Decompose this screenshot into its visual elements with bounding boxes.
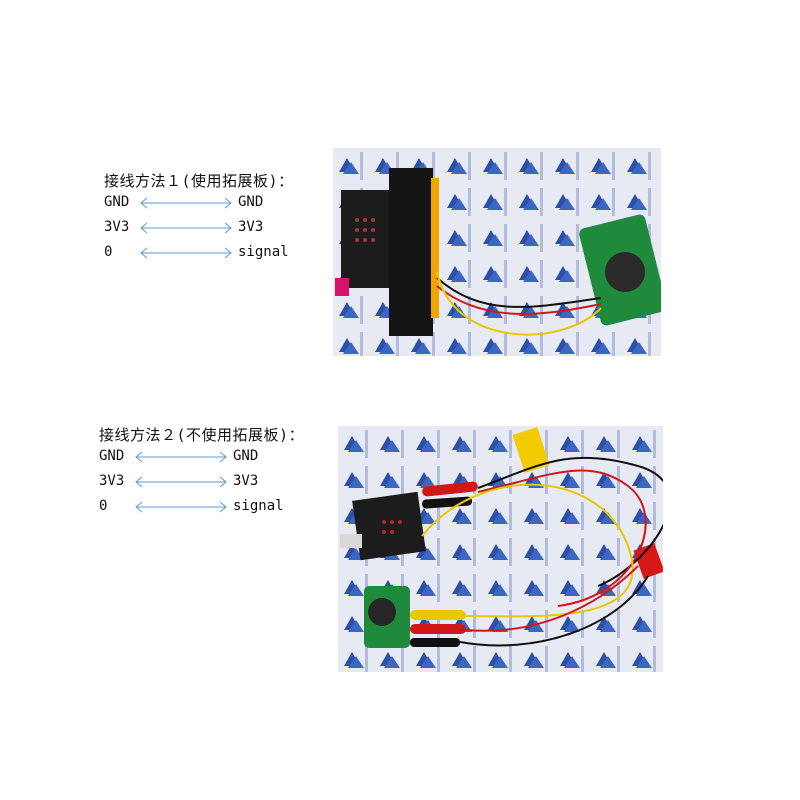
method2-right-3v3: 3V3 [233,473,259,489]
double-arrow-icon [140,222,232,234]
photo-method2-drawing [338,426,663,672]
method2-left-signal: 0 [99,498,108,514]
method2-heading: 接线方法２(不使用拓展板)： [99,426,305,444]
method1-right-signal: signal [238,244,289,260]
double-arrow-icon [135,501,227,513]
photo-method2 [338,426,663,672]
double-arrow-icon [135,476,227,488]
photo-method1 [333,148,661,356]
method1-left-signal: 0 [104,244,113,260]
method2-row-signal: 0 signal [99,498,299,518]
double-arrow-icon [140,197,232,209]
method2-row-gnd: GND GND [99,448,299,468]
method1-row-gnd: GND GND [104,194,304,214]
method1-left-gnd: GND [104,194,130,210]
method2-row-3v3: 3V3 3V3 [99,473,299,493]
double-arrow-icon [135,451,227,463]
method1-heading: 接线方法１(使用拓展板)： [104,172,294,190]
method1-row-3v3: 3V3 3V3 [104,219,304,239]
method1-right-gnd: GND [238,194,264,210]
method2-left-3v3: 3V3 [99,473,125,489]
method1-row-signal: 0 signal [104,244,304,264]
method1-right-3v3: 3V3 [238,219,264,235]
method2-right-gnd: GND [233,448,259,464]
method2-right-signal: signal [233,498,284,514]
photo-method1-drawing [333,148,661,356]
method2-left-gnd: GND [99,448,125,464]
method1-left-3v3: 3V3 [104,219,130,235]
double-arrow-icon [140,247,232,259]
